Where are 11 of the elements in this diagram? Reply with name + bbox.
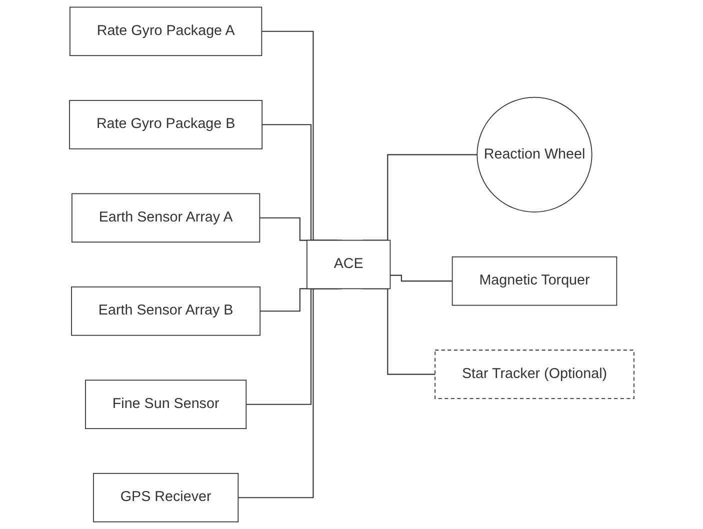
node-box xyxy=(69,6,262,56)
node-box xyxy=(452,256,617,306)
node-box xyxy=(68,100,262,150)
node-box xyxy=(92,472,238,522)
node-box xyxy=(306,240,390,290)
node-box xyxy=(70,286,260,336)
node-box xyxy=(84,380,246,430)
node-circle xyxy=(476,96,592,212)
node-box xyxy=(71,193,260,243)
connector xyxy=(390,274,452,282)
node-box xyxy=(434,350,634,399)
